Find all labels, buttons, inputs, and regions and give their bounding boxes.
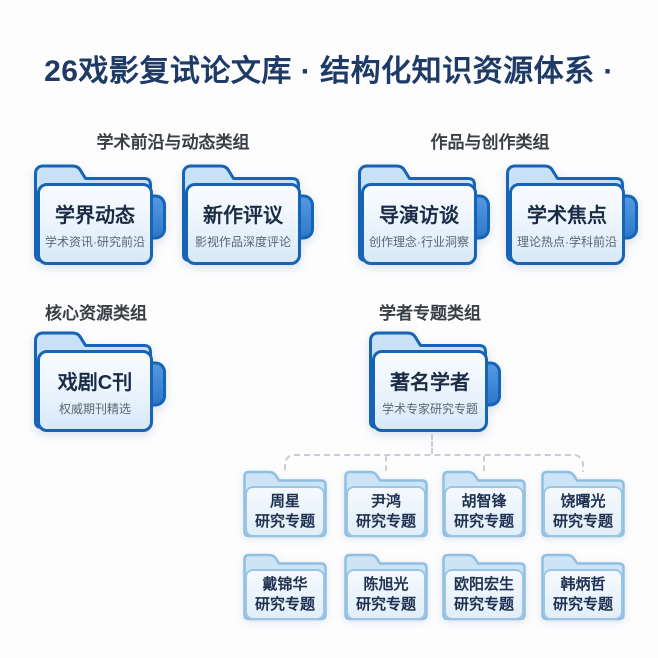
folder-front-panel: 周星 研究专题 bbox=[245, 486, 325, 537]
scholar-name: 尹鸿 bbox=[370, 493, 401, 511]
scholar-name: 周星 bbox=[269, 493, 300, 511]
folder-title: 戏剧C刊 bbox=[57, 371, 133, 394]
folder-title: 学界动态 bbox=[55, 204, 135, 227]
folder-new-work-reviews[interactable]: 新作评议 影视作品深度评论 bbox=[181, 163, 315, 265]
folder-front-panel: 导演访谈 创作理念·行业洞察 bbox=[361, 183, 477, 265]
scholar-topic-label: 研究专题 bbox=[453, 512, 514, 530]
folder-title: 导演访谈 bbox=[379, 204, 459, 227]
folder-subtitle: 学术专家研究专题 bbox=[381, 401, 478, 416]
folder-title: 学术焦点 bbox=[527, 204, 607, 227]
folder-front-panel: 尹鸿 研究专题 bbox=[346, 486, 426, 537]
scholar-topic-label: 研究专题 bbox=[355, 512, 416, 530]
scholar-topic-label: 研究专题 bbox=[254, 595, 315, 613]
folder-front-panel: 学术焦点 理论热点·学科前沿 bbox=[509, 183, 625, 265]
folder-subtitle: 学术资讯·研究前沿 bbox=[45, 234, 145, 249]
scholar-name: 陈旭光 bbox=[363, 576, 409, 594]
connector-drop-3 bbox=[483, 456, 485, 471]
folder-academic-focus[interactable]: 学术焦点 理论热点·学科前沿 bbox=[505, 163, 639, 265]
folder-subtitle: 理论热点·学科前沿 bbox=[517, 234, 617, 249]
folder-front-panel: 学界动态 学术资讯·研究前沿 bbox=[37, 183, 153, 265]
scholar-topic-label: 研究专题 bbox=[453, 595, 514, 613]
folder-title: 著名学者 bbox=[390, 371, 470, 394]
scholar-name: 戴锦华 bbox=[262, 576, 308, 594]
folder-subtitle: 创作理念·行业洞察 bbox=[369, 234, 469, 249]
group-heading-academic-frontier: 学术前沿与动态类组 bbox=[96, 133, 250, 152]
connector-bracket bbox=[284, 454, 584, 472]
folder-subtitle: 权威期刊精选 bbox=[58, 401, 131, 416]
folder-scholar-yinhong[interactable]: 尹鸿 研究专题 bbox=[343, 470, 429, 538]
folder-front-panel: 饶曙光 研究专题 bbox=[543, 486, 623, 537]
folder-scholar-hanbingzhe[interactable]: 韩炳哲 研究专题 bbox=[540, 553, 626, 621]
folder-scholar-daijinhua[interactable]: 戴锦华 研究专题 bbox=[242, 553, 328, 621]
folder-front-panel: 欧阳宏生 研究专题 bbox=[444, 569, 524, 620]
folder-title: 新作评议 bbox=[203, 204, 283, 227]
scholar-topic-label: 研究专题 bbox=[552, 595, 613, 613]
connector-stem bbox=[431, 434, 433, 454]
group-heading-works-creation: 作品与创作类组 bbox=[430, 133, 550, 152]
group-heading-core-resources: 核心资源类组 bbox=[45, 304, 147, 323]
connector-drop-2 bbox=[385, 456, 387, 471]
scholar-name: 胡智锋 bbox=[461, 493, 507, 511]
folder-front-panel: 胡智锋 研究专题 bbox=[444, 486, 524, 537]
folder-scholar-zhouxing[interactable]: 周星 研究专题 bbox=[242, 470, 328, 538]
scholar-name: 饶曙光 bbox=[560, 493, 606, 511]
scholar-name: 欧阳宏生 bbox=[453, 576, 514, 594]
folder-director-interviews[interactable]: 导演访谈 创作理念·行业洞察 bbox=[357, 163, 491, 265]
folder-drama-c-journal[interactable]: 戏剧C刊 权威期刊精选 bbox=[33, 330, 167, 432]
folder-front-panel: 陈旭光 研究专题 bbox=[346, 569, 426, 620]
scholar-topic-label: 研究专题 bbox=[355, 595, 416, 613]
folder-front-panel: 著名学者 学术专家研究专题 bbox=[372, 350, 488, 432]
folder-scholar-ouyanghongsheng[interactable]: 欧阳宏生 研究专题 bbox=[441, 553, 527, 621]
group-heading-scholar-topics: 学者专题类组 bbox=[379, 304, 481, 323]
folder-front-panel: 戏剧C刊 权威期刊精选 bbox=[37, 350, 153, 432]
folder-scholar-huzhifeng[interactable]: 胡智锋 研究专题 bbox=[441, 470, 527, 538]
folder-front-panel: 戴锦华 研究专题 bbox=[245, 569, 325, 620]
folder-scholar-chenxuguang[interactable]: 陈旭光 研究专题 bbox=[343, 553, 429, 621]
folder-famous-scholars[interactable]: 著名学者 学术专家研究专题 bbox=[368, 330, 502, 432]
folder-scholar-raoshuguang[interactable]: 饶曙光 研究专题 bbox=[540, 470, 626, 538]
folder-academic-news[interactable]: 学界动态 学术资讯·研究前沿 bbox=[33, 163, 167, 265]
scholar-topic-label: 研究专题 bbox=[254, 512, 315, 530]
folder-subtitle: 影视作品深度评论 bbox=[194, 234, 291, 249]
folder-front-panel: 韩炳哲 研究专题 bbox=[543, 569, 623, 620]
scholar-name: 韩炳哲 bbox=[560, 576, 606, 594]
scholar-topic-label: 研究专题 bbox=[552, 512, 613, 530]
folder-front-panel: 新作评议 影视作品深度评论 bbox=[185, 183, 301, 265]
page-title: 26戏影复试论文库 · 结构化知识资源体系 · bbox=[44, 55, 614, 88]
